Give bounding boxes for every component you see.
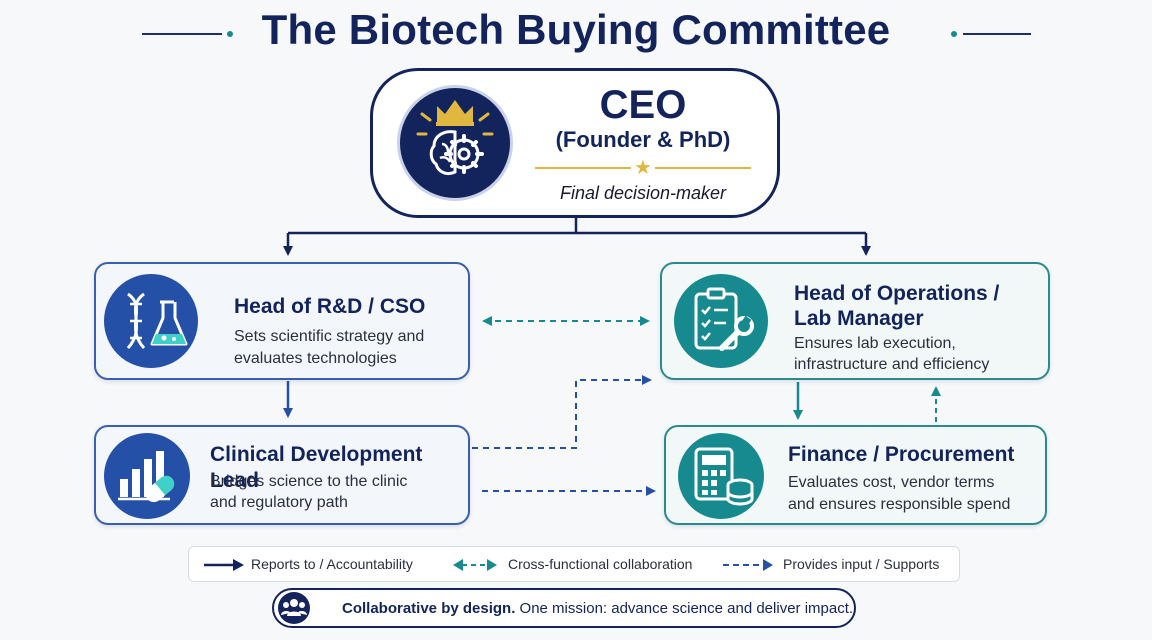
bar-chart-pill-icon (104, 433, 190, 519)
ops-title-line2: Lab Manager (794, 307, 924, 330)
footer-rest-text: One mission: advance science and deliver… (515, 600, 854, 617)
legend-solid-arrow-icon (204, 559, 244, 571)
ceo-description: Final decision-maker (559, 183, 727, 203)
page-title: The Biotech Buying Committee (261, 6, 891, 53)
legend-dashed-arrow-icon (723, 559, 773, 571)
legend-collab-label: Cross-functional collaboration (508, 556, 693, 572)
ops-desc-line2: infrastructure and efficiency (794, 356, 990, 373)
title-rule-right (963, 33, 1031, 35)
ops-title-line1: Head of Operations / (794, 282, 1000, 305)
finance-desc-line2: and ensures responsible spend (788, 496, 1011, 513)
legend: Reports to / Accountability Cross-functi… (188, 546, 960, 582)
clinical-desc-line2: and regulatory path (210, 494, 348, 511)
title-dot-left (227, 31, 233, 37)
finance-title: Finance / Procurement (788, 443, 1015, 466)
ceo-tree-connector (288, 218, 866, 235)
rd-node: Head of R&D / CSO Sets scientific strate… (94, 262, 470, 380)
finance-node: Finance / Procurement Evaluates cost, ve… (664, 425, 1047, 525)
star-icon: ★ (631, 155, 655, 180)
arrow-clinical-to-ops (472, 375, 652, 449)
team-icon (278, 592, 310, 624)
title-rule-left (142, 33, 222, 35)
legend-input-label: Provides input / Supports (783, 556, 940, 572)
finance-desc-line1: Evaluates cost, vendor terms (788, 474, 995, 491)
ops-desc-line1: Ensures lab execution, (794, 335, 956, 352)
dna-flask-icon (104, 274, 198, 368)
clinical-node: Clinical Development Lead Bridges scienc… (94, 425, 470, 525)
clipboard-wrench-icon (674, 274, 768, 368)
legend-reports-label: Reports to / Accountability (251, 556, 413, 572)
legend-double-dashed-arrow-icon (453, 559, 497, 571)
clinical-title: Clinical Development Lead (210, 443, 423, 492)
rd-desc-line1: Sets scientific strategy and (234, 328, 425, 345)
ceo-node: CEO (Founder & PhD) ★ Final decision-mak… (370, 68, 780, 218)
title-dot-right (951, 31, 957, 37)
calculator-coins-icon (678, 433, 764, 519)
ceo-role: CEO (599, 83, 687, 127)
ops-node: Head of Operations / Lab Manager Ensures… (660, 262, 1050, 380)
clinical-desc-line1: Bridges science to the clinic (210, 473, 408, 490)
rd-desc-line2: evaluates technologies (234, 350, 397, 367)
ceo-subtitle: (Founder & PhD) (555, 127, 731, 152)
footer-message: Collaborative by design. One mission: ad… (342, 600, 853, 617)
crown-brain-gear-icon (397, 85, 513, 201)
footer-bold-text: Collaborative by design. (342, 600, 516, 617)
rd-title: Head of R&D / CSO (234, 295, 426, 318)
footer-banner: Collaborative by design. One mission: ad… (272, 588, 856, 628)
